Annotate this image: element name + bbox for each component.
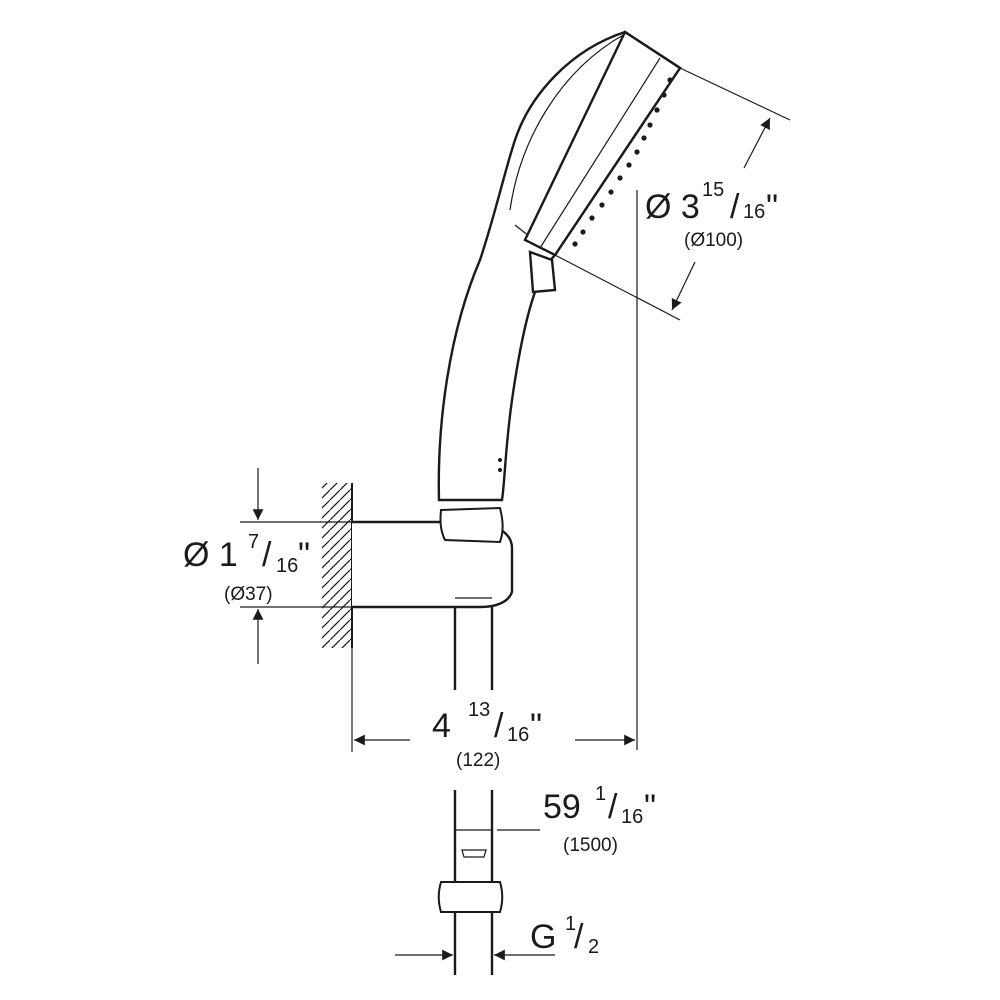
projection-metric: (122) xyxy=(456,750,500,771)
svg-text:Ø 1: Ø 1 xyxy=(183,536,238,574)
holder-diameter-metric: (Ø37) xyxy=(224,584,273,605)
svg-text:/: / xyxy=(262,536,272,574)
head-diameter-whole: 3 xyxy=(681,188,700,226)
hose-length-whole: 59 xyxy=(543,788,581,826)
svg-text:/: / xyxy=(494,707,504,745)
hand-shower xyxy=(437,30,682,502)
thread-den: 2 xyxy=(588,936,599,958)
thread-prefix: G xyxy=(530,918,556,956)
holder-diameter-num: 7 xyxy=(248,531,259,553)
projection-label: 4 13 / 16 " (122) xyxy=(432,699,542,771)
projection-num: 13 xyxy=(468,699,490,721)
head-diameter-den: 16 xyxy=(743,201,765,223)
projection-den: 16 xyxy=(507,724,529,746)
handle-knurl-nut xyxy=(439,506,504,544)
svg-text:/: / xyxy=(608,788,618,826)
thread-num: 1 xyxy=(565,913,576,935)
hose-length-label: 59 1 / 16 " (1500) xyxy=(543,783,656,856)
head-diameter-num: 15 xyxy=(702,179,724,201)
nozzles xyxy=(572,77,673,247)
holder-diameter-symbol: Ø xyxy=(183,536,209,574)
hose-length-metric: (1500) xyxy=(563,835,618,856)
svg-text:Ø 3: Ø 3 xyxy=(645,188,700,226)
holder-diameter-dimension xyxy=(240,468,352,664)
svg-text:/: / xyxy=(730,188,740,226)
holder-diameter-whole: 1 xyxy=(219,536,238,574)
thread-label: G 1 / 2 xyxy=(530,913,599,958)
holder-diameter-unit: " xyxy=(298,536,310,574)
holder-diameter-den: 16 xyxy=(276,555,298,577)
head-diameter-metric: (Ø100) xyxy=(684,230,743,251)
projection-dimension xyxy=(351,648,635,752)
holder-diameter-label: Ø 1 7 / 16 " (Ø37) xyxy=(183,531,310,605)
hose-upper xyxy=(453,595,494,690)
hose-length-den: 16 xyxy=(621,806,643,828)
head-diameter-label: Ø 3 15 / 16 " (Ø100) xyxy=(645,179,778,251)
head-diameter-dimension xyxy=(554,67,791,321)
projection-whole: 4 xyxy=(432,707,451,745)
svg-text:/: / xyxy=(574,918,584,956)
hose-end-fitting xyxy=(437,790,504,975)
wall xyxy=(322,483,353,648)
head-diameter-unit: " xyxy=(766,188,778,226)
hose-length-unit: " xyxy=(644,788,656,826)
head-diameter-symbol: Ø xyxy=(645,188,671,226)
hose-length-num: 1 xyxy=(595,783,606,805)
projection-unit: " xyxy=(530,707,542,745)
